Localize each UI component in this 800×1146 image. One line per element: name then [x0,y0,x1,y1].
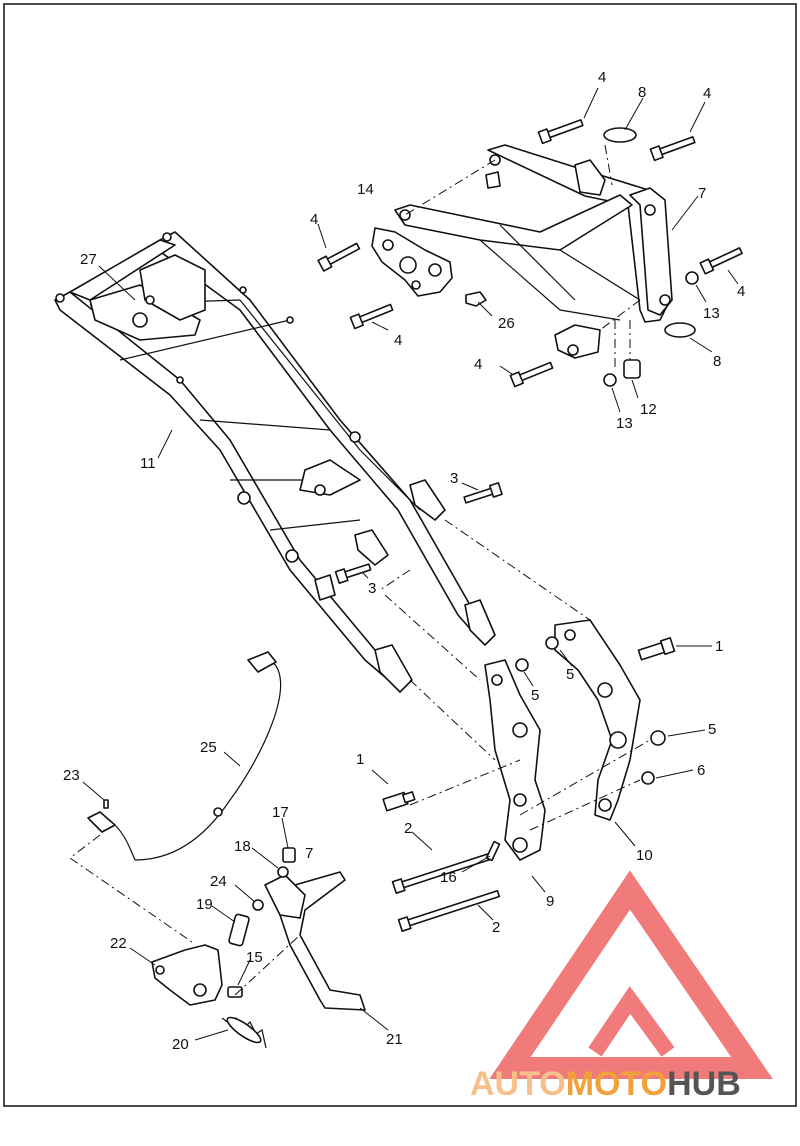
main-frame-11 [54,231,496,693]
washer-24 [252,899,264,911]
callout-13: 13 [703,305,720,322]
watermark-logo [489,870,773,1079]
callout-7: 7 [698,185,706,202]
callout-24: 24 [210,873,227,890]
callout-4: 4 [737,283,745,300]
callout-8: 8 [638,84,646,101]
diagram-border [3,3,797,1107]
callout-18: 18 [234,838,251,855]
callout-3: 3 [450,470,458,487]
logo-triangle-inner [588,986,675,1057]
callout-11: 11 [140,455,156,472]
long-bolts-2 [391,851,501,932]
screw-23 [103,799,109,809]
callout-14: 14 [357,181,374,198]
bolts-4 [317,119,743,388]
watermark-moto: MOTO [566,1065,667,1103]
watermark-text: AUTOMOTOHUB [470,1065,741,1103]
callout-22: 22 [110,935,127,952]
nut-18 [277,866,289,878]
grommet-8-top [603,127,637,143]
washer-13-bottom [603,373,617,387]
nut-5-c [650,730,666,746]
clip-26 [465,291,487,307]
callout-4: 4 [474,356,482,373]
callout-8: 8 [713,353,721,370]
callout-3: 3 [368,580,376,597]
callout-5: 5 [566,666,574,683]
callout-25: 25 [200,739,217,756]
nut-5-b [545,636,559,650]
callout-26: 26 [498,315,515,332]
callout-5: 5 [708,721,716,738]
washer-6 [641,771,655,785]
callout-7: 7 [305,845,313,862]
callout-4: 4 [598,69,606,86]
bushing-17 [282,847,296,863]
callout-15: 15 [246,949,263,966]
watermark-auto: AUTO [470,1065,566,1103]
watermark-hub: HUB [667,1065,741,1103]
callout-17: 17 [272,804,289,821]
callout-4: 4 [703,85,711,102]
pin-15 [227,986,243,998]
nut-5-a [515,658,529,672]
wire-harness-25 [87,651,282,861]
callout-9: 9 [546,893,554,910]
callout-20: 20 [172,1036,189,1053]
callout-4: 4 [310,211,318,228]
callout-6: 6 [697,762,705,779]
bracket-14 [371,227,453,297]
bolt-1-right [637,637,676,661]
bolts-3 [334,482,503,584]
callout-numbers: 1 1 2 2 3 3 4 4 4 4 4 4 5 5 5 6 7 7 8 8 … [63,69,745,1053]
callout-10: 10 [636,847,653,864]
washer-13-right [685,271,699,285]
callout-1: 1 [356,751,364,768]
callout-21: 21 [386,1031,403,1048]
pin-16 [485,840,501,862]
leader-lines [82,87,739,1041]
sidestand-21 [264,871,366,1011]
callout-12: 12 [640,401,657,418]
switch-bracket-22 [151,944,223,1006]
spring-20 [221,1016,267,1049]
callout-5: 5 [531,687,539,704]
front-subframe [394,144,673,359]
pivot-pin-19 [228,913,250,947]
callout-2: 2 [492,919,500,936]
callout-1: 1 [715,638,723,655]
callout-13: 13 [616,415,633,432]
callout-27: 27 [80,251,97,268]
callout-16: 16 [440,869,457,886]
side-plate-9 [484,659,546,861]
callout-23: 23 [63,767,80,784]
callout-2: 2 [404,820,412,837]
logo-triangle-outer [489,870,773,1079]
side-plate-10 [554,619,641,821]
callout-19: 19 [196,896,213,913]
grommet-8-bottom [664,322,696,338]
callout-4: 4 [394,332,402,349]
spacer-12 [623,359,641,379]
bolt-1-left [382,791,416,812]
